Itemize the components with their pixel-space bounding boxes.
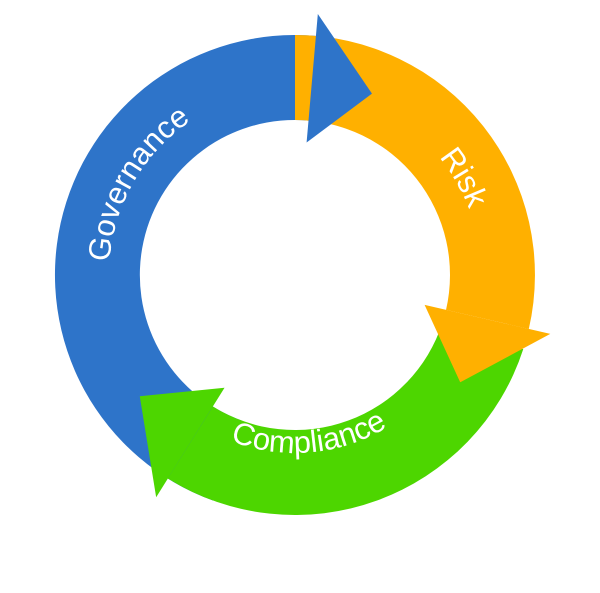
risk-arrowhead-icon bbox=[424, 304, 551, 383]
compliance-arrowhead-icon bbox=[139, 387, 225, 498]
risk-arc bbox=[295, 35, 535, 329]
governance-arc bbox=[54, 34, 316, 501]
governance-arrowhead-icon bbox=[306, 13, 372, 143]
compliance-arc bbox=[167, 322, 524, 515]
